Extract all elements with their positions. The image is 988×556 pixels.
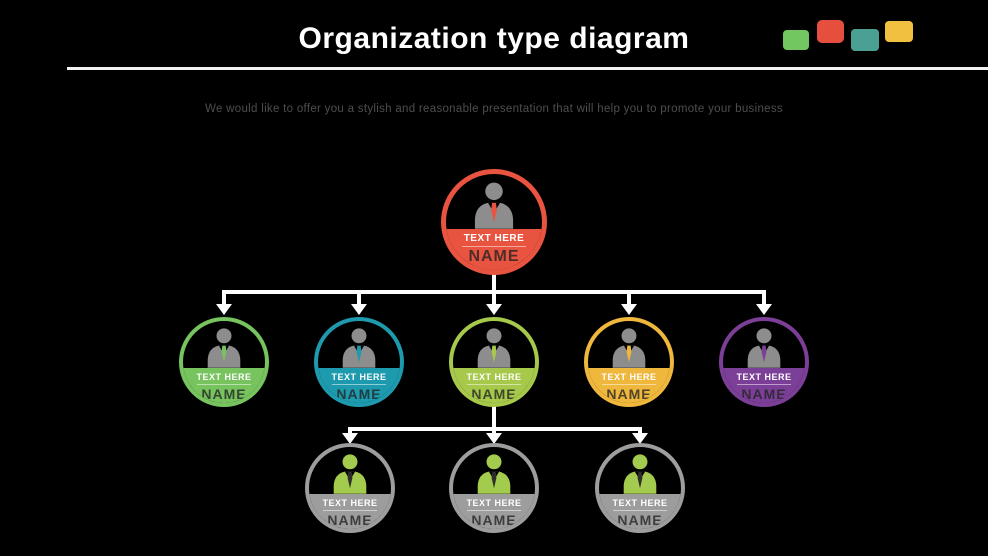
person-icon: [607, 327, 651, 370]
node-label: TEXT HERE: [736, 371, 792, 382]
node-separator: [196, 384, 252, 386]
red-square-icon: [817, 20, 844, 43]
node-name: NAME: [471, 386, 517, 403]
subtitle: We would like to offer you a stylish and…: [205, 103, 783, 115]
node-separator: [736, 384, 792, 386]
org-node-l3-3: TEXT HERE NAME: [595, 443, 685, 533]
connector-drop: [357, 294, 361, 305]
node-banner: TEXT HERE NAME: [183, 367, 265, 403]
node-banner: TEXT HERE NAME: [309, 493, 391, 529]
arrow-down-icon: [216, 304, 232, 315]
arrow-down-icon: [486, 433, 502, 444]
node-banner: TEXT HERE NAME: [453, 367, 535, 403]
connector-stem: [492, 273, 496, 293]
org-node-l2-3: TEXT HERE NAME: [449, 317, 539, 407]
node-banner: TEXT HERE NAME: [723, 367, 805, 403]
connector-drop: [762, 294, 766, 305]
person-icon: [468, 181, 520, 232]
node-name: NAME: [327, 512, 373, 529]
node-separator: [612, 510, 668, 512]
node-banner: TEXT HERE NAME: [599, 493, 681, 529]
org-node-l3-1: TEXT HERE NAME: [305, 443, 395, 533]
green-square-icon: [783, 30, 809, 50]
node-label: TEXT HERE: [612, 497, 668, 508]
node-separator: [331, 384, 387, 386]
node-name: NAME: [606, 386, 652, 403]
connector-drop: [627, 294, 631, 305]
node-label: TEXT HERE: [196, 371, 252, 382]
node-name: NAME: [471, 512, 517, 529]
node-banner: TEXT HERE NAME: [446, 228, 542, 270]
title-underline: [67, 67, 988, 70]
node-name: NAME: [617, 512, 663, 529]
org-node-l2-4: TEXT HERE NAME: [584, 317, 674, 407]
org-node-l2-5: TEXT HERE NAME: [719, 317, 809, 407]
page-title: Organization type diagram: [298, 22, 690, 55]
node-name: NAME: [336, 386, 382, 403]
arrow-down-icon: [632, 433, 648, 444]
connector-drop: [492, 294, 496, 305]
person-icon: [202, 327, 246, 370]
node-separator: [322, 510, 378, 512]
teal-square-icon: [851, 29, 879, 51]
person-icon: [328, 453, 372, 496]
node-label: TEXT HERE: [463, 232, 525, 244]
person-icon: [742, 327, 786, 370]
node-label: TEXT HERE: [601, 371, 657, 382]
org-node-l2-1: TEXT HERE NAME: [179, 317, 269, 407]
node-name: NAME: [468, 248, 520, 266]
connector-drop: [222, 294, 226, 305]
org-node-l3-2: TEXT HERE NAME: [449, 443, 539, 533]
connector-hbar: [222, 290, 766, 294]
org-node-l2-2: TEXT HERE NAME: [314, 317, 404, 407]
org-node-top: TEXT HERE NAME: [441, 169, 547, 275]
connector-stem: [492, 405, 496, 429]
arrow-down-icon: [351, 304, 367, 315]
node-banner: TEXT HERE NAME: [588, 367, 670, 403]
node-label: TEXT HERE: [466, 497, 522, 508]
arrow-down-icon: [621, 304, 637, 315]
arrow-down-icon: [486, 304, 502, 315]
person-icon: [337, 327, 381, 370]
connector-hbar: [348, 427, 642, 431]
person-icon: [472, 453, 516, 496]
yellow-square-icon: [885, 21, 913, 42]
node-separator: [466, 510, 522, 512]
arrow-down-icon: [342, 433, 358, 444]
person-icon: [618, 453, 662, 496]
node-banner: TEXT HERE NAME: [318, 367, 400, 403]
node-separator: [462, 246, 526, 248]
person-icon: [472, 327, 516, 370]
node-label: TEXT HERE: [466, 371, 522, 382]
node-label: TEXT HERE: [331, 371, 387, 382]
node-name: NAME: [741, 386, 787, 403]
node-banner: TEXT HERE NAME: [453, 493, 535, 529]
node-name: NAME: [201, 386, 247, 403]
arrow-down-icon: [756, 304, 772, 315]
node-label: TEXT HERE: [322, 497, 378, 508]
node-separator: [601, 384, 657, 386]
node-separator: [466, 384, 522, 386]
